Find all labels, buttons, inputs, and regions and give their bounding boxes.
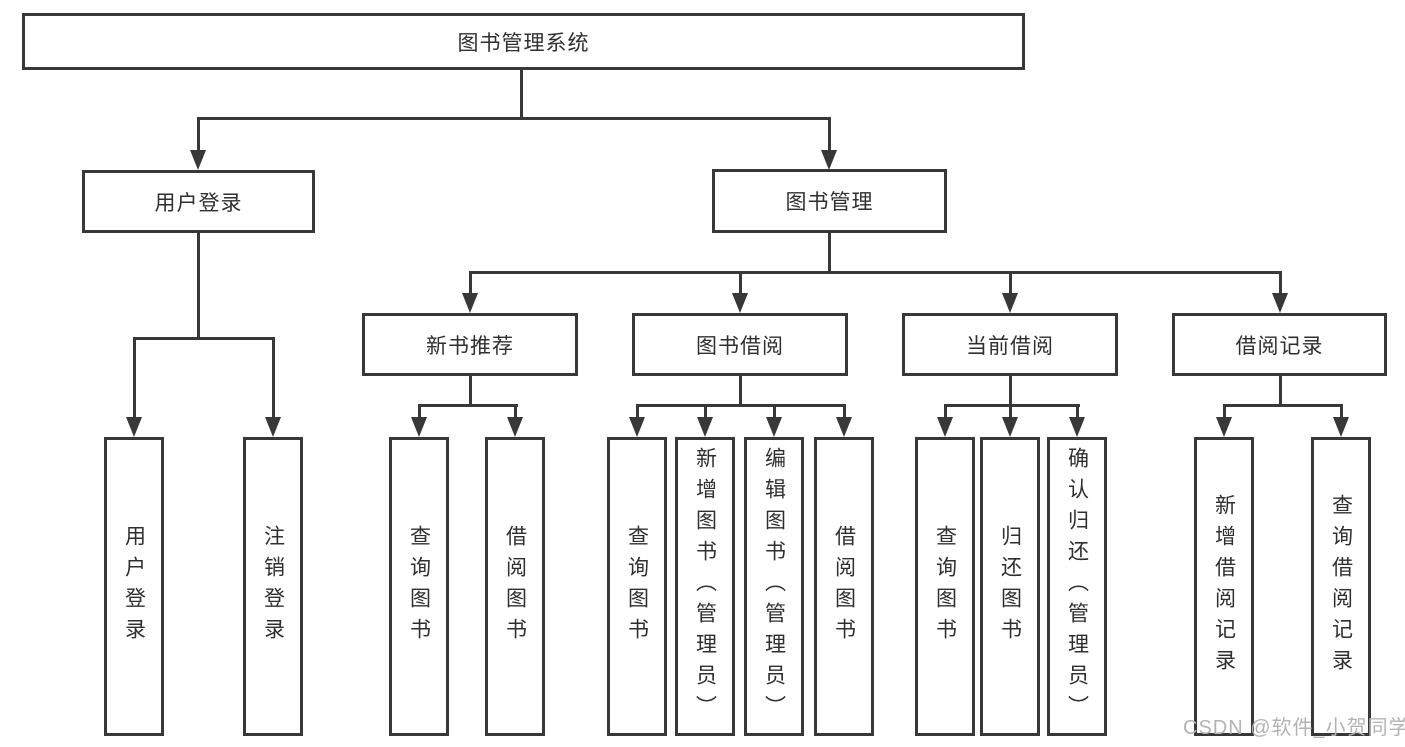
node-borrow-records: 借阅记录 (1172, 313, 1387, 376)
node-borrow-records-label: 借阅记录 (1235, 334, 1324, 358)
node-book-borrowing: 图书借阅 (632, 313, 848, 376)
connector-line (418, 404, 518, 407)
connector-line (1340, 404, 1343, 419)
connector-line (944, 404, 947, 419)
node-root-label: 图书管理系统 (457, 31, 590, 55)
leaf-return-books-label: 归还图书 (998, 524, 1022, 649)
leaf-borrow-books-label: 借阅图书 (832, 524, 856, 649)
leaf-return-books: 归还图书 (980, 437, 1040, 736)
connector-line (197, 233, 200, 339)
arrowhead-down-icon (766, 417, 782, 437)
arrowhead-down-icon (1002, 417, 1018, 437)
arrowhead-down-icon (190, 150, 206, 170)
connector-line (197, 117, 200, 152)
arrowhead-down-icon (821, 150, 837, 170)
leaf-logout-label: 注销登录 (261, 524, 285, 649)
leaf-query-books-borrowing: 查询图书 (607, 437, 667, 736)
connector-line (739, 271, 742, 297)
node-book-borrowing-label: 图书借阅 (696, 334, 784, 358)
leaf-confirm-return-admin: 确认归还（管理员） (1047, 437, 1107, 736)
leaf-query-books-recommend-label: 查询图书 (407, 524, 431, 649)
connector-line (469, 271, 1281, 274)
connector-line (418, 404, 421, 419)
leaf-query-books-current-label: 查询图书 (933, 524, 957, 649)
arrowhead-down-icon (462, 293, 478, 313)
connector-line (828, 117, 831, 152)
arrowhead-down-icon (1333, 417, 1349, 437)
arrowhead-down-icon (1002, 293, 1018, 313)
leaf-user-login: 用户登录 (104, 437, 164, 736)
leaf-borrow-books-recommend: 借阅图书 (485, 437, 545, 736)
connector-line (272, 337, 275, 419)
connector-line (773, 404, 776, 419)
leaf-add-book-admin-label: 新增图书（管理员） (693, 447, 717, 726)
leaf-query-books-recommend: 查询图书 (389, 437, 449, 736)
connector-line (197, 117, 831, 120)
node-user-login: 用户登录 (82, 170, 315, 233)
leaf-query-borrow-record: 查询借阅记录 (1311, 437, 1371, 736)
arrowhead-down-icon (265, 417, 281, 437)
node-book-management: 图书管理 (712, 169, 947, 233)
node-current-borrowing: 当前借阅 (902, 313, 1118, 376)
arrowhead-down-icon (1069, 417, 1085, 437)
node-user-login-label: 用户登录 (154, 191, 243, 215)
leaf-edit-book-admin-label: 编辑图书（管理员） (762, 447, 786, 726)
connector-line (704, 404, 707, 419)
connector-line (1279, 376, 1282, 406)
arrowhead-down-icon (629, 417, 645, 437)
leaf-add-book-admin: 新增图书（管理员） (675, 437, 735, 736)
connector-line (469, 376, 472, 406)
connector-line (828, 233, 831, 273)
connector-line (133, 337, 275, 340)
leaf-add-borrow-record-label: 新增借阅记录 (1212, 493, 1236, 680)
connector-line (469, 271, 472, 297)
connector-line (520, 69, 523, 119)
node-book-management-label: 图书管理 (785, 191, 874, 214)
connector-line (944, 404, 1080, 407)
node-new-book-recommend: 新书推荐 (362, 313, 578, 376)
leaf-query-borrow-record-label: 查询借阅记录 (1329, 493, 1353, 680)
connector-line (1223, 404, 1343, 407)
connector-line (1009, 404, 1012, 419)
connector-line (1009, 376, 1012, 406)
leaf-query-books-current: 查询图书 (915, 437, 975, 736)
arrowhead-down-icon (836, 417, 852, 437)
connector-line (1009, 271, 1012, 297)
connector-line (514, 404, 517, 419)
leaf-borrow-books: 借阅图书 (814, 437, 874, 736)
arrowhead-down-icon (507, 417, 523, 437)
arrowhead-down-icon (697, 417, 713, 437)
connector-line (1223, 404, 1226, 419)
node-current-borrowing-label: 当前借阅 (966, 334, 1054, 358)
csdn-watermark: CSDN @软件_小贺同学 (1183, 717, 1405, 739)
connector-line (1279, 271, 1282, 297)
leaf-logout: 注销登录 (243, 437, 303, 736)
arrowhead-down-icon (937, 417, 953, 437)
leaf-query-books-borrowing-label: 查询图书 (625, 524, 649, 649)
connector-line (739, 376, 742, 406)
connector-line (636, 404, 846, 407)
arrowhead-down-icon (126, 417, 142, 437)
leaf-confirm-return-admin-label: 确认归还（管理员） (1065, 447, 1089, 726)
node-root-library-system: 图书管理系统 (22, 13, 1025, 70)
connector-line (636, 404, 639, 419)
node-new-book-recommend-label: 新书推荐 (426, 334, 514, 358)
arrowhead-down-icon (411, 417, 427, 437)
leaf-user-login-label: 用户登录 (122, 524, 146, 649)
arrowhead-down-icon (1216, 417, 1232, 437)
connector-line (133, 337, 136, 419)
connector-line (843, 404, 846, 419)
arrowhead-down-icon (732, 293, 748, 313)
leaf-add-borrow-record: 新增借阅记录 (1194, 437, 1254, 736)
connector-line (1076, 404, 1079, 419)
leaf-borrow-books-recommend-label: 借阅图书 (503, 524, 527, 649)
leaf-edit-book-admin: 编辑图书（管理员） (744, 437, 804, 736)
arrowhead-down-icon (1272, 293, 1288, 313)
